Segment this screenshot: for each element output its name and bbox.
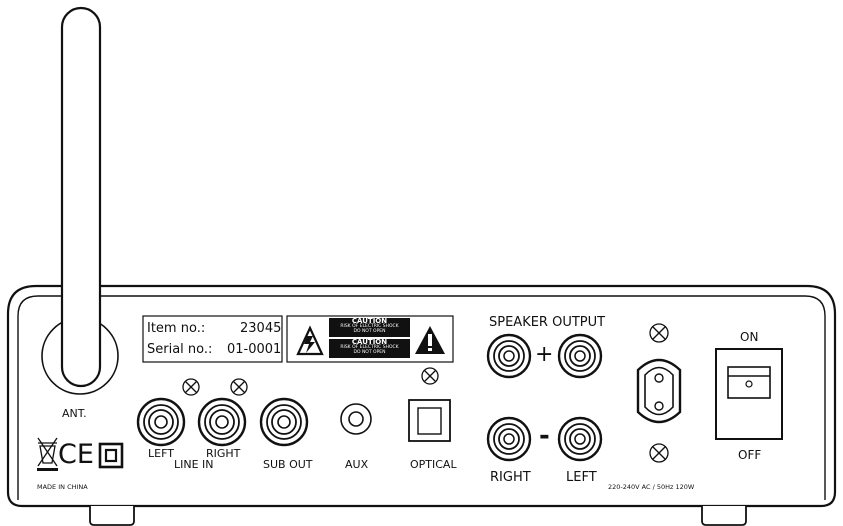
item-no-label: Item no.: — [147, 321, 206, 336]
caution-block-bottom: CAUTION RISK OF ELECTRIC SHOCK DO NOT OP… — [329, 339, 410, 358]
line-in-label: LINE IN — [174, 458, 214, 471]
speaker-output-label: SPEAKER OUTPUT — [489, 315, 606, 330]
speaker-post-left-negative — [557, 416, 603, 462]
chassis-inner-line — [17, 295, 826, 500]
ac-power-inlet — [636, 358, 682, 424]
serial-no-label: Serial no.: — [147, 342, 213, 357]
power-on-label: ON — [740, 330, 759, 344]
speaker-left-label: LEFT — [566, 470, 597, 485]
aux-jack — [340, 403, 372, 435]
screw-icon — [421, 367, 439, 385]
item-label-plate — [142, 315, 283, 363]
sub-out-label: SUB OUT — [263, 458, 313, 471]
speaker-post-left-positive — [557, 333, 603, 379]
item-no-value: 23045 — [240, 321, 282, 336]
plus-sign: + — [535, 342, 554, 367]
aux-label: AUX — [345, 458, 369, 471]
made-in-label: MADE IN CHINA — [37, 483, 88, 491]
screw-icon — [182, 378, 200, 396]
screw-icon — [649, 443, 669, 463]
line-in-right-label: RIGHT — [206, 447, 241, 460]
ce-mark: CE — [58, 439, 94, 470]
speaker-right-label: RIGHT — [490, 470, 531, 485]
screw-icon — [230, 378, 248, 396]
minus-sign: - — [539, 421, 550, 451]
power-rating-label: 220-240V AC / 50Hz 120W — [608, 483, 695, 491]
rca-jack-line-in-left — [136, 397, 186, 447]
line-in-left-label: LEFT — [148, 447, 174, 460]
power-off-label: OFF — [738, 448, 762, 462]
speaker-post-right-negative — [486, 416, 532, 462]
optical-label: OPTICAL — [410, 458, 457, 471]
foot-left — [89, 506, 135, 526]
antenna-rod — [60, 6, 102, 388]
speaker-post-right-positive — [486, 333, 532, 379]
serial-no-value: 01-0001 — [227, 342, 282, 357]
caution-block-top: CAUTION RISK OF ELECTRIC SHOCK DO NOT OP… — [329, 318, 410, 337]
rca-jack-line-in-right — [197, 397, 247, 447]
antenna-label: ANT. — [62, 407, 87, 420]
double-insulation-icon — [98, 442, 124, 469]
rca-jack-sub-out — [259, 397, 309, 447]
optical-port — [408, 399, 451, 442]
screw-icon — [649, 323, 669, 343]
crossed-bin-icon — [37, 437, 58, 471]
power-switch — [715, 348, 783, 440]
foot-right — [701, 506, 747, 526]
